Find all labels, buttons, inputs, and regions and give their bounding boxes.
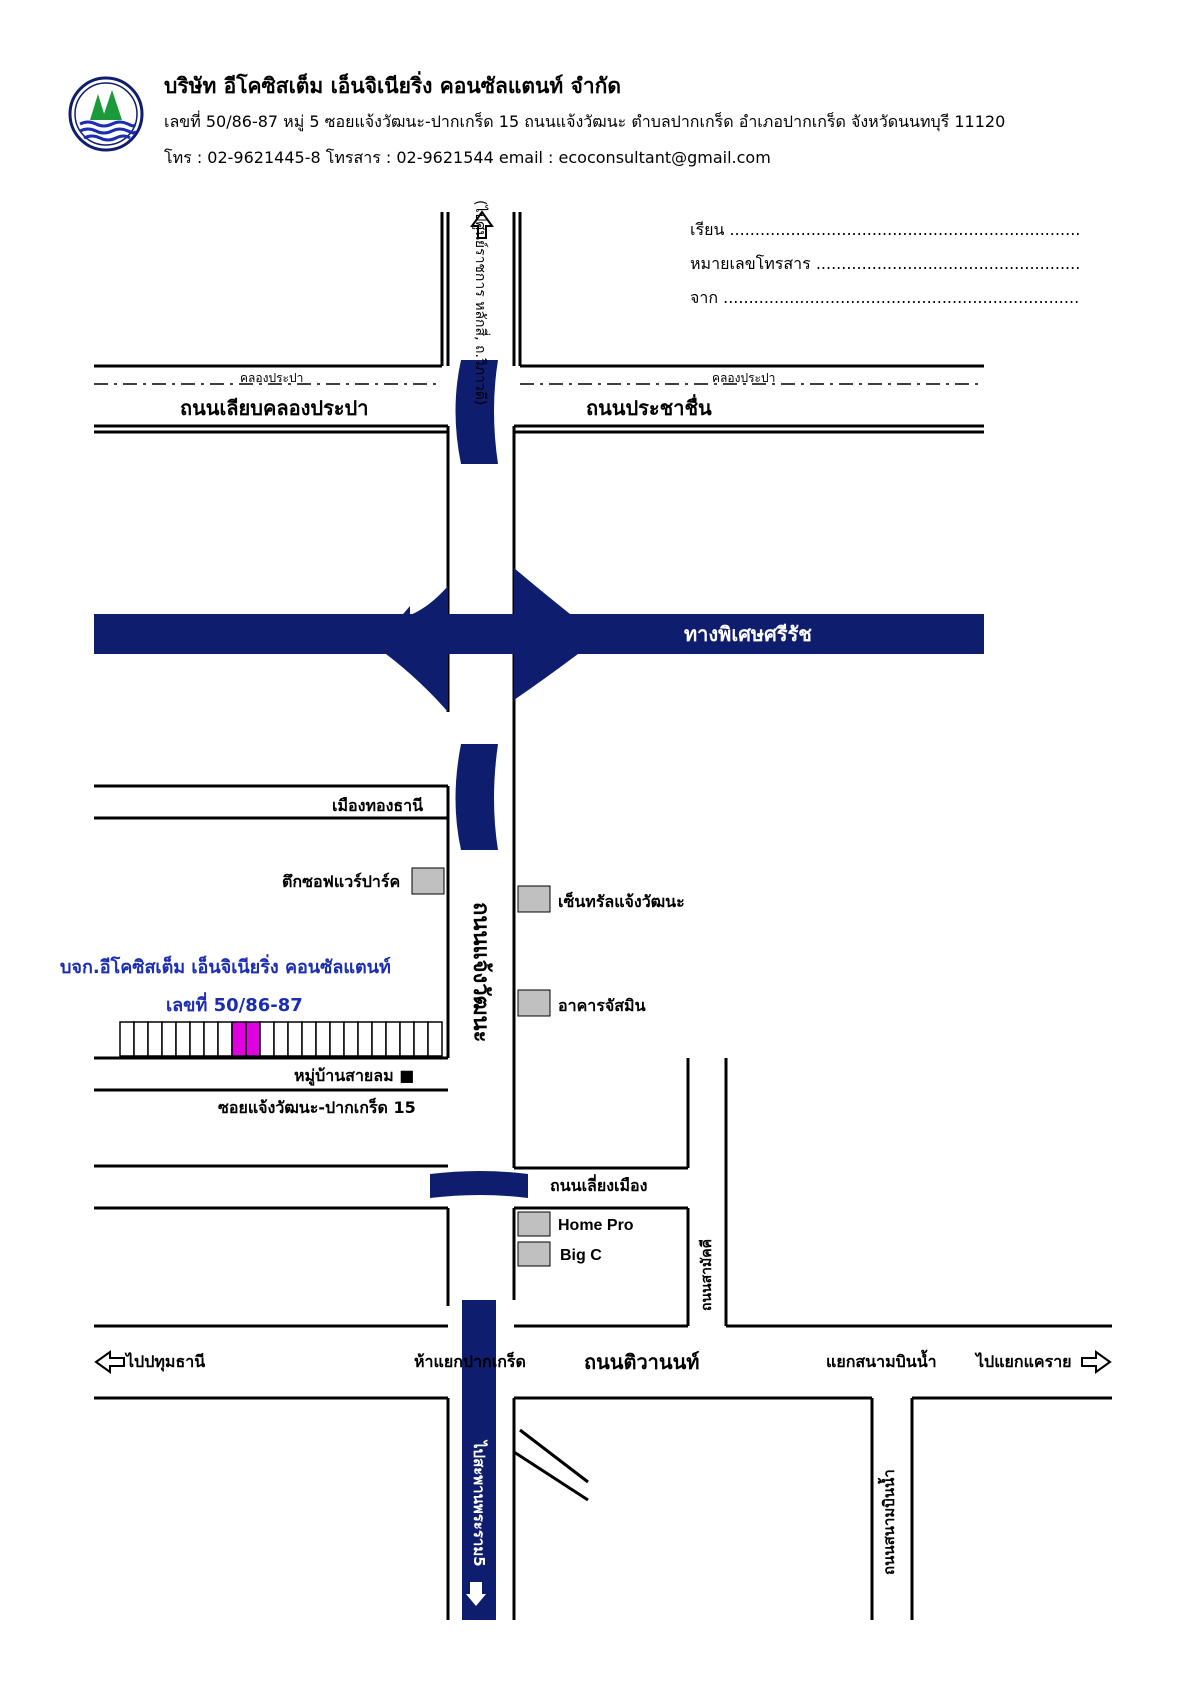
to-north-label: (ไปศูนย์ราชการ หลักสี่, ถ.วิภาวดี) <box>472 200 488 406</box>
home-pro-label: Home Pro <box>558 1217 634 1234</box>
main-road-label: ถนนแจ้งวัฒนะ <box>468 902 493 1043</box>
expressway-arrow-left-icon <box>386 606 410 662</box>
company-short-label: บจก.อีโคซิสเต็ม เอ็นจิเนียริ่ง คอนซัลแตน… <box>60 957 391 978</box>
south-arrow-icon <box>466 1582 486 1606</box>
company-contact: โทร : 02-9621445-8 โทรสาร : 02-9621544 e… <box>164 148 771 167</box>
bridge-middle <box>455 744 498 850</box>
row-unit <box>413 1021 429 1057</box>
jasmine-label: อาคารจัสมิน <box>558 996 646 1015</box>
samakkhi-label: ถนนสามัคคี <box>699 1239 715 1311</box>
expressway-ramp-nw <box>386 586 448 660</box>
row-unit <box>315 1021 331 1057</box>
mueang-thong-label: เมืองทองธานี <box>332 796 424 815</box>
row-unit <box>357 1021 373 1057</box>
bridge-bypass <box>430 1171 528 1198</box>
row-unit <box>385 1021 401 1057</box>
software-park-building <box>411 867 445 895</box>
row-unit <box>147 1021 163 1057</box>
soi-label: ซอยแจ้งวัฒนะ-ปากเกร็ด 15 <box>218 1098 416 1117</box>
expressway-ramp-ne <box>514 568 570 614</box>
row-unit <box>189 1021 205 1057</box>
village-label: หมู่บ้านสายลม ■ <box>294 1066 415 1085</box>
row-unit <box>287 1021 303 1057</box>
fax-from-line: จาก ....................................… <box>690 288 1080 307</box>
tiwanon-label: ถนนติวานนท์ <box>584 1350 700 1374</box>
bridge-south <box>462 1300 496 1620</box>
company-logo <box>68 76 144 152</box>
pak-kret-junction-label: ห้าแยกปากเกร็ด <box>414 1352 526 1371</box>
canal-label-left: คลองประปา <box>240 371 304 385</box>
west-arrow-icon <box>94 1350 125 1374</box>
central-building <box>517 885 551 913</box>
fax-number-line: หมายเลขโทรสาร ..........................… <box>690 254 1080 273</box>
diagonal-road-1 <box>519 1428 589 1484</box>
sanam-bin-nam-junction-label: แยกสนามบินน้ำ <box>826 1352 937 1371</box>
row-unit <box>273 1021 289 1057</box>
row-unit <box>217 1021 233 1057</box>
expressway-arrow-right-icon <box>554 606 578 662</box>
company-address: เลขที่ 50/86-87 หมู่ 5 ซอยแจ้งวัฒนะ-ปากเ… <box>164 112 1006 131</box>
software-park-label: ตึกซอฟแวร์ปาร์ค <box>282 872 401 891</box>
to-rama5-label: ไปสะพานพระราม5 <box>470 1441 488 1567</box>
bridge-north <box>455 360 498 464</box>
big-c-building <box>517 1241 551 1267</box>
row-unit <box>343 1021 359 1057</box>
row-unit <box>427 1021 443 1057</box>
company-name: บริษัท อีโคซิสเต็ม เอ็นจิเนียริ่ง คอนซัล… <box>164 74 621 98</box>
row-unit <box>329 1021 345 1057</box>
company-unit-highlight <box>231 1021 247 1057</box>
expressway-band <box>94 614 984 654</box>
row-unit <box>175 1021 191 1057</box>
bypass-label: ถนนเลี่ยงเมือง <box>550 1176 648 1195</box>
big-c-label: Big C <box>560 1247 602 1264</box>
east-arrow-icon <box>1081 1350 1112 1374</box>
home-pro-building <box>517 1211 551 1237</box>
row-unit <box>301 1021 317 1057</box>
central-label: เซ็นทรัลแจ้งวัฒนะ <box>558 892 685 911</box>
north-arrow-icon <box>470 210 494 239</box>
row-unit <box>133 1021 149 1057</box>
row-unit <box>161 1021 177 1057</box>
company-unit-highlight <box>245 1021 261 1057</box>
road-right-top-label: ถนนประชาชื่น <box>586 396 712 420</box>
row-unit <box>371 1021 387 1057</box>
to-khae-rai-label: ไปแยกแคราย <box>976 1352 1072 1371</box>
expressway-label: ทางพิเศษศรีรัช <box>684 622 812 646</box>
row-unit <box>119 1021 135 1057</box>
row-unit <box>399 1021 415 1057</box>
row-unit <box>259 1021 275 1057</box>
canal-label-right: คลองประปา <box>712 371 776 385</box>
road-left-top-label: ถนนเลียบคลองประปา <box>180 396 369 420</box>
sanam-bin-nam-road-label: ถนนสนามบินน้ำ <box>880 1469 898 1575</box>
to-pathum-label: ไปปทุมธานี <box>126 1352 206 1371</box>
jasmine-building <box>517 989 551 1017</box>
company-number-label: เลขที่ 50/86-87 <box>166 995 303 1016</box>
diagonal-road-2 <box>513 1450 589 1502</box>
expressway-ramp-sw <box>386 654 448 712</box>
fax-to-line: เรียน ..................................… <box>690 220 1080 239</box>
company-row-units <box>119 1021 443 1057</box>
row-unit <box>203 1021 219 1057</box>
expressway-ramp-se <box>514 654 578 700</box>
